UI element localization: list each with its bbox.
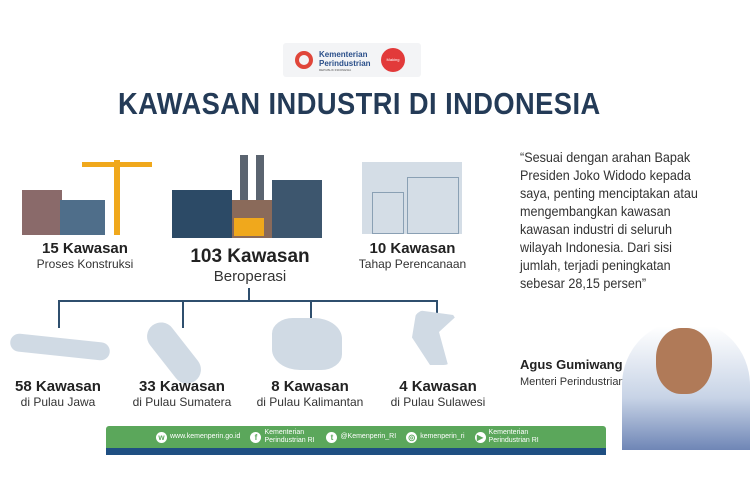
stat-label: di Pulau Jawa	[20, 395, 96, 409]
java-map-icon	[9, 332, 111, 362]
stat-operating: 103 Kawasan Beroperasi	[180, 246, 320, 285]
footer-youtube[interactable]: ▶Kementerian Perindustrian RI	[474, 429, 541, 445]
island-stat-sumatra: 33 Kawasan di Pulau Sumatera	[122, 378, 242, 409]
connector-line	[310, 300, 312, 328]
stat-label: di Pulau Sulawesi	[390, 395, 486, 409]
logo-bar: Kementerian Perindustrian REPUBLIK INDON…	[283, 43, 421, 77]
facebook-icon: f	[250, 431, 262, 443]
footer-text: Kementerian Perindustrian RI	[264, 429, 315, 444]
stat-number: 103 Kawasan	[190, 246, 310, 267]
stat-number: 15 Kawasan	[42, 240, 128, 257]
kemenperin-logo-icon	[295, 51, 313, 69]
org-name: Kementerian Perindustrian	[319, 50, 371, 68]
footer-twitter[interactable]: t@Kemenperin_RI	[326, 431, 397, 443]
stat-number: 58 Kawasan	[15, 378, 101, 395]
connector-line	[248, 288, 250, 300]
instagram-icon: ◎	[406, 431, 418, 443]
footer-base	[106, 448, 606, 455]
stat-number: 4 Kawasan	[399, 378, 477, 395]
globe-icon: w	[156, 431, 167, 443]
stat-label: Beroperasi	[213, 268, 287, 285]
stat-label: Proses Konstruksi	[36, 257, 134, 271]
twitter-icon: t	[326, 431, 338, 443]
minister-photo	[622, 320, 750, 450]
construction-illustration	[22, 160, 152, 235]
kalimantan-map-icon	[272, 318, 342, 370]
footer-text: www.kemenperin.go.id	[170, 433, 241, 440]
connector-line	[58, 300, 60, 328]
island-stat-sulawesi: 4 Kawasan di Pulau Sulawesi	[378, 378, 498, 409]
quote-author: Agus Gumiwang	[520, 357, 623, 372]
island-stat-kalimantan: 8 Kawasan di Pulau Kalimantan	[250, 378, 370, 409]
making-indonesia-badge: Making Indonesia 4.0	[381, 48, 405, 72]
sulawesi-map-icon	[412, 310, 457, 365]
stat-label: di Pulau Kalimantan	[256, 395, 364, 409]
stat-label: Tahap Perencanaan	[358, 257, 467, 271]
youtube-icon: ▶	[474, 431, 486, 443]
stat-number: 8 Kawasan	[271, 378, 349, 395]
footer-text: @Kemenperin_RI	[340, 433, 397, 440]
footer-instagram[interactable]: ◎kemenperin_ri	[406, 431, 465, 443]
island-stat-java: 58 Kawasan di Pulau Jawa	[8, 378, 108, 409]
planning-illustration	[362, 162, 462, 234]
stat-number: 10 Kawasan	[369, 240, 456, 257]
footer-text: kemenperin_ri	[420, 433, 465, 440]
quote-author-role: Menteri Perindustrian	[520, 376, 625, 388]
stat-label: di Pulau Sumatera	[132, 395, 232, 409]
minister-quote: “Sesuai dengan arahan Bapak Presiden Jok…	[520, 149, 698, 291]
org-sub: REPUBLIK INDONESIA	[319, 68, 352, 72]
factory-illustration	[172, 150, 322, 238]
stat-number: 33 Kawasan	[139, 378, 225, 395]
stat-planning: 10 Kawasan Tahap Perencanaan	[350, 240, 475, 271]
connector-line	[58, 300, 438, 302]
footer-text: Kementerian Perindustrian RI	[488, 429, 539, 444]
stat-construction: 15 Kawasan Proses Konstruksi	[30, 240, 140, 271]
connector-line	[182, 300, 184, 328]
page-title: KAWASAN INDUSTRI DI INDONESIA	[118, 86, 601, 121]
